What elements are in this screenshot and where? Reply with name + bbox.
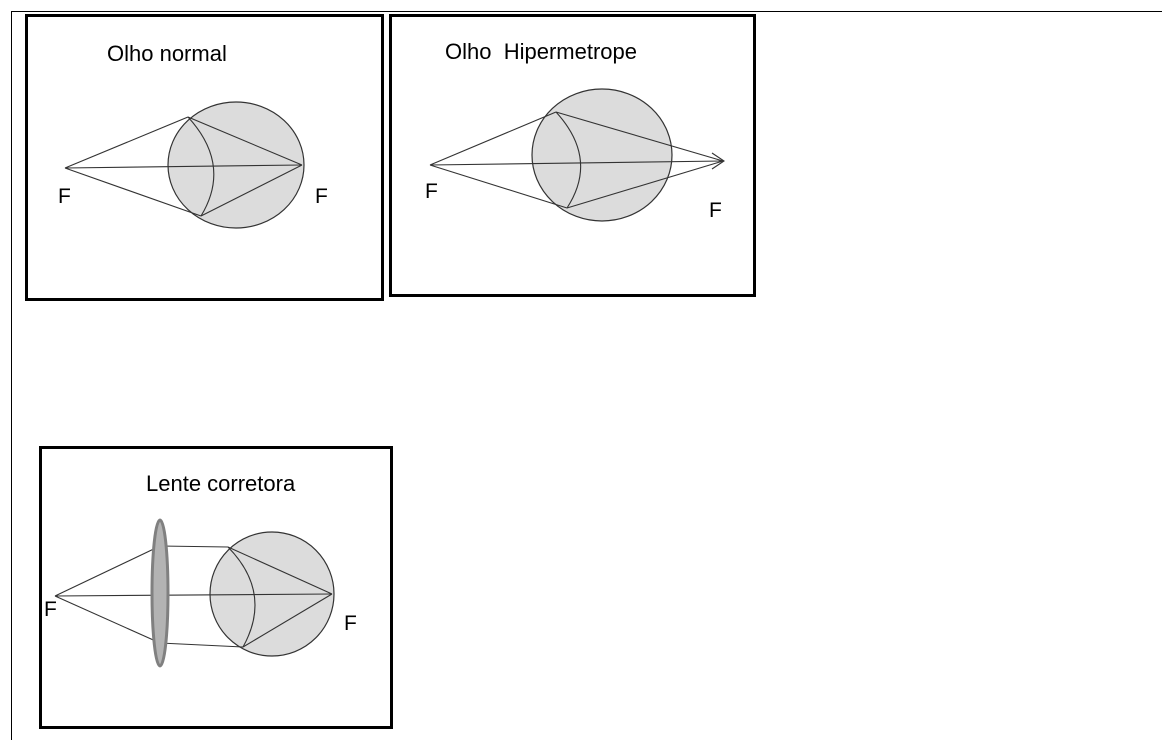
eye-lens (555, 111, 582, 209)
focus-label-right: F (315, 185, 328, 208)
panel-title: Lente corretora (146, 471, 296, 496)
frame-top-border (11, 11, 1162, 12)
focus-label-left: F (58, 185, 71, 208)
panel-hyperopic-eye: Olho Hipermetrope F F (389, 14, 756, 297)
eyeball (167, 101, 305, 229)
normal-eye-diagram: Olho normal F F (58, 41, 328, 229)
panel-title: Olho normal (107, 41, 227, 66)
focus-label-left: F (425, 180, 438, 203)
incoming-ray-bottom (429, 164, 568, 209)
incoming-ray-top (429, 111, 557, 166)
panel-corrective-lens: Lente corretora F F (39, 446, 393, 729)
incoming-ray-bottom (54, 595, 161, 644)
incoming-ray-axis (64, 164, 303, 169)
hyperopic-eye-diagram: Olho Hipermetrope F F (425, 39, 725, 222)
parallel-ray-top (159, 545, 229, 548)
frame-left-border (11, 11, 12, 740)
corrective-lens-diagram: Lente corretora F F (44, 471, 357, 668)
incoming-ray-top (54, 545, 161, 597)
incoming-ray-top (64, 116, 189, 169)
focus-label-left: F (44, 598, 57, 621)
refracted-ray-bottom (242, 593, 333, 648)
refracted-ray-bottom (566, 160, 724, 209)
incoming-ray-bottom (64, 167, 202, 217)
eyeball (531, 88, 673, 222)
panel-title: Olho Hipermetrope (445, 39, 637, 64)
incoming-ray-axis (54, 593, 333, 597)
panel-normal-eye: Olho normal F F (25, 14, 384, 301)
parallel-ray-bottom (159, 642, 244, 648)
incoming-ray-axis (429, 160, 724, 166)
refracted-ray-top (187, 116, 303, 166)
arrowhead (711, 152, 725, 170)
refracted-ray-top (227, 546, 333, 595)
focus-label-right: F (709, 199, 722, 222)
refracted-ray-top (555, 111, 724, 162)
focus-label-right: F (344, 612, 357, 635)
refracted-ray-bottom (200, 164, 303, 217)
converging-lens (150, 518, 170, 668)
